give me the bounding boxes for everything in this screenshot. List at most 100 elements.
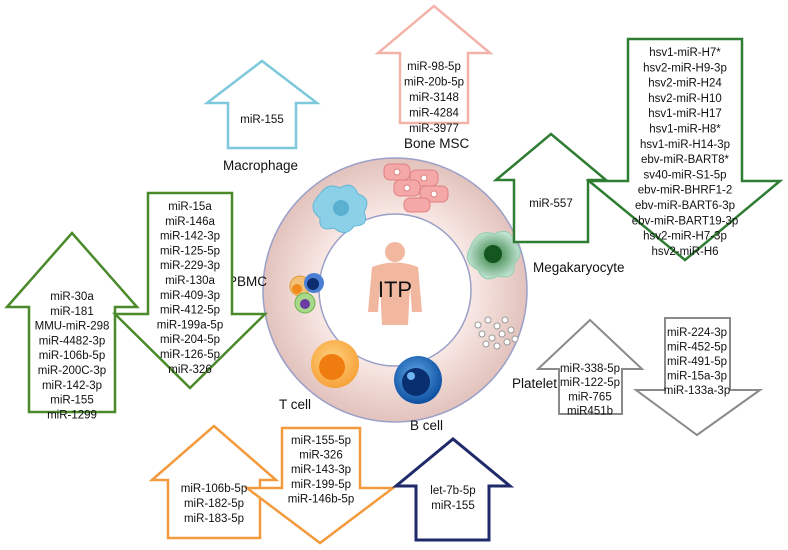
mirna-item: miR-130a — [165, 275, 215, 287]
mirna-item: miR-183-5p — [184, 513, 244, 525]
b-cell-icon — [394, 356, 442, 404]
bone-msc-label: Bone MSC — [404, 136, 470, 151]
megakaryocyte-down-arrow — [585, 37, 784, 262]
mirna-item: miR-338-5p — [560, 363, 620, 375]
mirna-item: miR-155 — [50, 395, 93, 407]
mirna-item: miR-106b-5p — [181, 483, 247, 495]
mirna-item: hsv1-miR-H17 — [648, 108, 722, 120]
t-cell-up-arrow — [148, 424, 280, 540]
platelet-down-list: miR-224-3p miR-452-5p miR-491-5p miR-15a-3p… — [664, 327, 730, 397]
mirna-item: miR451b — [567, 406, 613, 418]
human-body-icon — [368, 242, 422, 325]
mirna-item: miR-204-5p — [160, 334, 220, 346]
mirna-item: miR-200C-3p — [38, 365, 106, 377]
megakaryocyte-label: Megakaryocyte — [533, 260, 625, 275]
mirna-item: miR-106b-5p — [39, 350, 105, 362]
mirna-item: miR-491-5p — [667, 356, 727, 368]
platelet-label: Platelet — [512, 376, 557, 391]
macrophage-cell-icon — [312, 184, 368, 233]
pbmc-down-list: miR-15a miR-146a miR-142-3p miR-125-5p miR-2… — [157, 201, 223, 376]
mirna-item: miR-4284 — [409, 108, 459, 120]
pbmc-cells-icon — [289, 273, 324, 314]
macrophage-up-list: miR-155 — [240, 114, 283, 126]
macrophage-up-arrow — [203, 59, 321, 150]
mirna-item: miR-182-5p — [184, 498, 244, 510]
mirna-item: miR-142-3p — [42, 380, 102, 392]
mirna-item: miR-142-3p — [160, 231, 220, 243]
mirna-item: miR-155 — [240, 114, 283, 126]
platelets-icon — [474, 316, 519, 350]
platelet-down-arrow — [632, 317, 764, 437]
mirna-item: ebv-miR-BHRF1-2 — [638, 185, 733, 197]
mirna-item: miR-125-5p — [160, 245, 220, 257]
t-cell-label: T cell — [279, 397, 311, 412]
mirna-item: miR-126-5p — [160, 349, 220, 361]
mirna-item: miR-20b-5p — [404, 77, 464, 89]
mirna-item: miR-155-5p — [291, 435, 351, 447]
mirna-item: miR-1299 — [47, 409, 97, 421]
mirna-item: miR-557 — [529, 198, 572, 210]
mirna-item: hsv2-miR-H7-3p — [643, 231, 727, 243]
mirna-item: miR-122-5p — [560, 377, 620, 389]
mirna-lists: miR-155 miR-98-5p miR-20b-5p miR-3148 miR-42… — [35, 47, 739, 525]
mirna-item: hsv2-miR-H6 — [651, 246, 718, 258]
mirna-item: miR-98-5p — [407, 61, 461, 73]
b-cell-label: B cell — [410, 418, 443, 433]
mirna-item: hsv1-miR-H14-3p — [640, 139, 730, 151]
mirna-item: miR-224-3p — [667, 327, 727, 339]
mirna-item: hsv1-miR-H7* — [649, 47, 721, 59]
t-cell-icon — [311, 340, 359, 388]
bone-msc-cells-icon — [383, 163, 449, 213]
t-cell-down-list: miR-155-5p miR-326 miR-143-3p miR-199-5p miR… — [288, 435, 354, 505]
megakaryocyte-cell-icon — [466, 230, 521, 280]
mirna-item: miR-3977 — [409, 123, 459, 135]
pbmc-label: PBMC — [228, 274, 267, 289]
b-cell-up-list: let-7b-5p miR-155 — [430, 485, 475, 512]
mirna-item: miR-229-3p — [160, 260, 220, 272]
mirna-item: miR-412-5p — [160, 305, 220, 317]
bone-msc-up-list: miR-98-5p miR-20b-5p miR-3148 miR-4284 miR-3… — [404, 61, 464, 135]
pbmc-down-arrow — [111, 191, 269, 390]
megakaryocyte-down-list: hsv1-miR-H7* hsv2-miR-H9-3p hsv2-miR-H24 hs… — [632, 47, 739, 258]
macrophage-label: Macrophage — [223, 158, 298, 173]
mirna-item: miR-4482-3p — [39, 335, 105, 347]
bone-msc-up-arrow — [374, 4, 494, 125]
mirna-item: hsv2-miR-H9-3p — [643, 62, 727, 74]
mirna-item: ebv-miR-BART8* — [641, 154, 729, 166]
mirna-item: miR-3148 — [409, 92, 459, 104]
mirna-item: miR-181 — [50, 306, 93, 318]
platelet-up-list: miR-338-5p miR-122-5p miR-765 miR451b — [560, 363, 620, 418]
mirna-item: miR-143-3p — [291, 464, 351, 476]
t-cell-down-arrow — [243, 426, 397, 545]
mirna-item: miR-30a — [50, 291, 94, 303]
mirna-item: miR-409-3p — [160, 290, 220, 302]
mirna-item: miR-146b-5p — [288, 493, 354, 505]
mirna-item: miR-133a-3p — [664, 385, 730, 397]
pbmc-up-arrow — [4, 231, 140, 414]
mirna-item: miR-15a — [168, 201, 212, 213]
mirna-item: hsv1-miR-H8* — [649, 124, 721, 136]
mirna-item: miR-199a-5p — [157, 319, 223, 331]
mirna-item: miR-765 — [568, 391, 611, 403]
mirna-item: hsv2-miR-H24 — [648, 78, 722, 90]
mirna-item: miR-146a — [165, 216, 215, 228]
mirna-item: miR-199-5p — [291, 479, 351, 491]
platelet-up-arrow — [535, 318, 645, 415]
mirna-item: miR-155 — [431, 500, 474, 512]
mirna-item: sv40-miR-S1-5p — [643, 169, 726, 181]
mirna-item: MMU-miR-298 — [35, 321, 110, 333]
mirna-item: ebv-miR-BART6-3p — [635, 200, 735, 212]
mirna-item: miR-326 — [299, 450, 342, 462]
mirna-item: miR-326 — [168, 364, 211, 376]
mirna-item: let-7b-5p — [430, 485, 475, 497]
center-label: ITP — [378, 277, 412, 302]
megakaryocyte-up-list: miR-557 — [529, 198, 572, 210]
t-cell-up-list: miR-106b-5p miR-182-5p miR-183-5p — [181, 483, 247, 525]
mirna-item: miR-452-5p — [667, 342, 727, 354]
b-cell-up-arrow — [391, 437, 515, 542]
megakaryocyte-up-arrow — [492, 132, 610, 244]
mirna-item: miR-15a-3p — [667, 371, 727, 383]
